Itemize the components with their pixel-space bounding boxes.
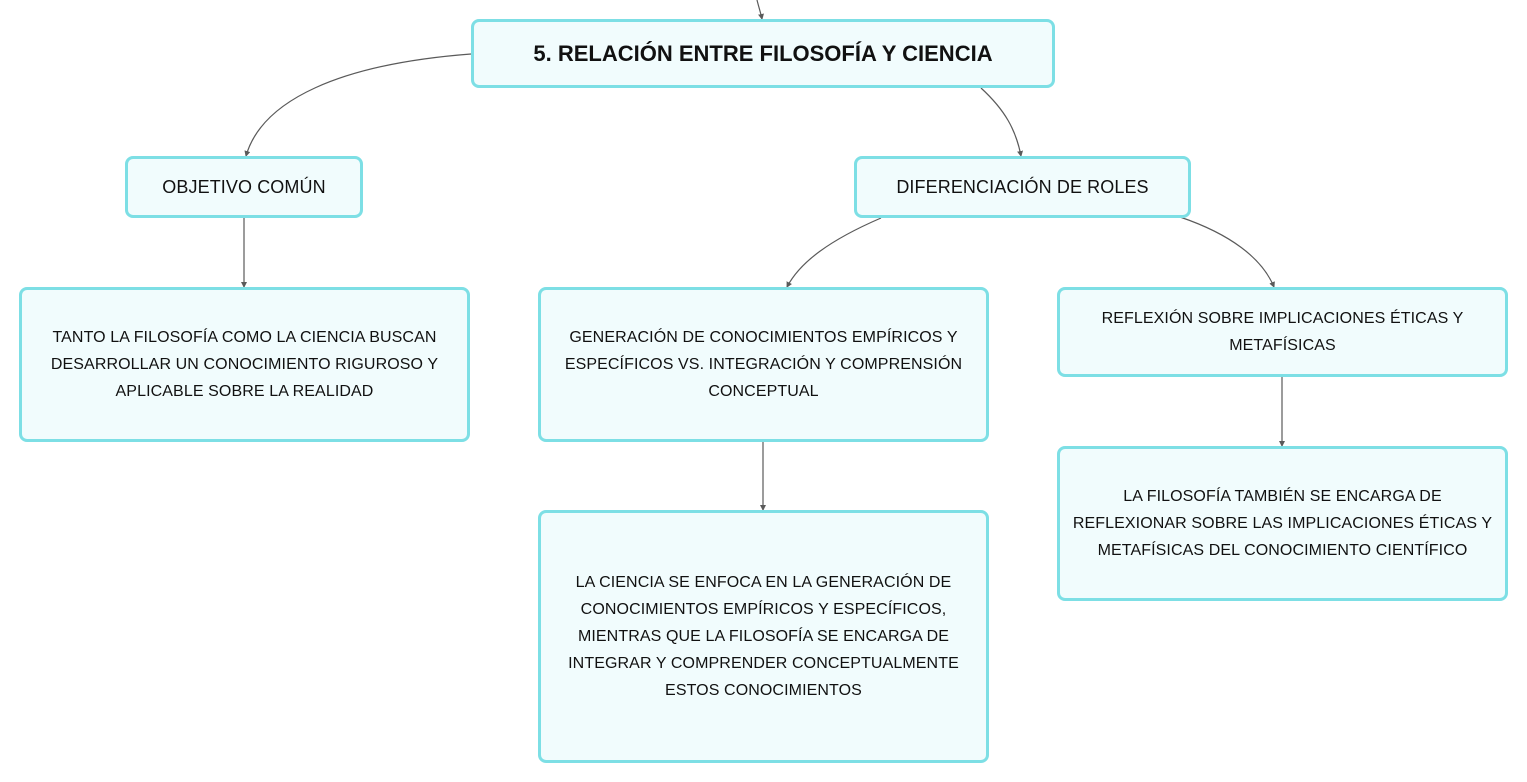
objetivo-detail-text: TANTO LA FILOSOFÍA COMO LA CIENCIA BUSCA… bbox=[50, 329, 439, 400]
diferenciacion-roles-node[interactable]: DIFERENCIACIÓN DE ROLES bbox=[854, 156, 1191, 218]
objetivo-detail-node[interactable]: TANTO LA FILOSOFÍA COMO LA CIENCIA BUSCA… bbox=[19, 287, 470, 442]
root-node[interactable]: 5. RELACIÓN ENTRE FILOSOFÍA Y CIENCIA bbox=[471, 19, 1055, 88]
generacion-detail-node[interactable]: LA CIENCIA SE ENFOCA EN LA GENERACIÓN DE… bbox=[538, 510, 989, 763]
connector-parent-to-root bbox=[756, 0, 764, 20]
generacion-detail-text: LA CIENCIA SE ENFOCA EN LA GENERACIÓN DE… bbox=[568, 574, 959, 699]
objetivo-comun-text: OBJETIVO COMÚN bbox=[162, 176, 326, 197]
connector-roles-to-generacion bbox=[786, 217, 882, 288]
objetivo-comun-node[interactable]: OBJETIVO COMÚN bbox=[125, 156, 363, 218]
reflexion-text: REFLEXIÓN SOBRE IMPLICACIONES ÉTICAS Y M… bbox=[1101, 310, 1464, 354]
reflexion-node[interactable]: REFLEXIÓN SOBRE IMPLICACIONES ÉTICAS Y M… bbox=[1057, 287, 1508, 377]
connector-root-to-objetivo bbox=[244, 53, 472, 157]
generacion-node[interactable]: GENERACIÓN DE CONOCIMIENTOS EMPÍRICOS Y … bbox=[538, 287, 989, 442]
reflexion-detail-text: LA FILOSOFÍA TAMBIÉN SE ENCARGA DE REFLE… bbox=[1072, 488, 1493, 559]
root-node-text: 5. RELACIÓN ENTRE FILOSOFÍA Y CIENCIA bbox=[533, 41, 993, 66]
diferenciacion-roles-text: DIFERENCIACIÓN DE ROLES bbox=[896, 176, 1149, 197]
connector-roles-to-reflexion bbox=[1179, 216, 1275, 288]
generacion-text: GENERACIÓN DE CONOCIMIENTOS EMPÍRICOS Y … bbox=[564, 329, 963, 400]
connector-root-to-roles bbox=[980, 87, 1024, 157]
reflexion-detail-node[interactable]: LA FILOSOFÍA TAMBIÉN SE ENCARGA DE REFLE… bbox=[1057, 446, 1508, 601]
